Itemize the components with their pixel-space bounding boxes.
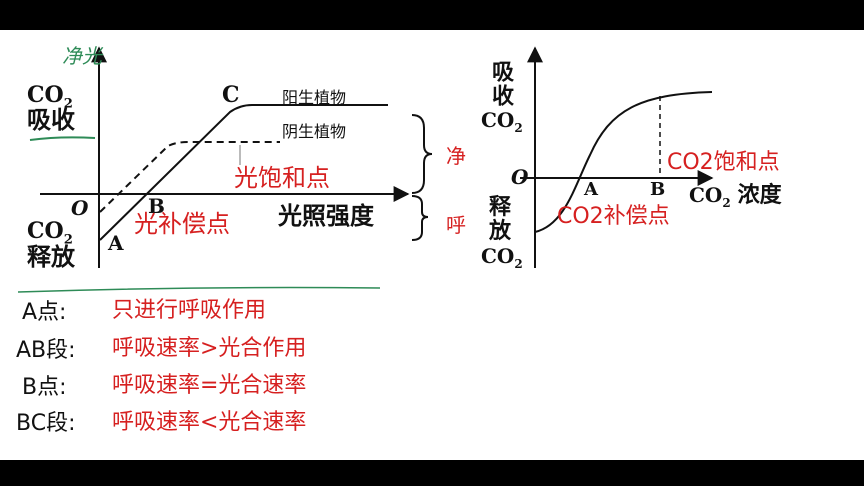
right-x-axis-label: CO2 浓度	[689, 182, 782, 210]
note-explanation: 呼吸速率<光合速率	[112, 410, 307, 435]
left-origin: O	[71, 196, 89, 220]
slide-canvas	[0, 30, 864, 460]
left-y-top-absorb: 吸收	[27, 105, 75, 134]
handwritten-underline	[29, 136, 96, 141]
left-y-bottom-co2: CO2	[27, 218, 73, 248]
left-point-b: B	[148, 194, 165, 218]
brace-net-label: 净	[446, 144, 466, 168]
note-term: AB段:	[16, 338, 76, 363]
co2-compensation-annotation: CO2补偿点	[557, 204, 670, 229]
right-y-bottom-co2: CO2	[481, 244, 523, 271]
right-y-bottom-release-2: 放	[489, 218, 512, 244]
respiration-brace	[411, 195, 429, 241]
right-y-bottom-release-1: 释	[489, 194, 512, 220]
brace-respiration-label: 呼	[446, 213, 466, 237]
left-point-a: A	[108, 231, 124, 255]
left-point-c: C	[222, 82, 240, 108]
note-term: BC段:	[16, 411, 76, 436]
left-y-top-co2: CO2	[27, 82, 73, 112]
left-x-axis-label: 光照强度	[278, 201, 374, 230]
handwritten-note: 净光	[62, 44, 102, 68]
right-origin: O	[511, 165, 529, 189]
sun-plant-label: 阳生植物	[282, 88, 347, 107]
left-y-bottom-release: 释放	[27, 242, 75, 271]
note-term: A点:	[22, 300, 67, 325]
note-explanation: 呼吸速率>光合作用	[112, 336, 307, 361]
net-photosynthesis-brace	[411, 114, 433, 194]
co2-saturation-annotation: CO2饱和点	[667, 150, 780, 175]
note-term: B点:	[22, 375, 67, 400]
right-point-b: B	[650, 179, 666, 200]
note-explanation: 呼吸速率=光合速率	[112, 373, 307, 398]
right-y-top-co2: CO2	[481, 108, 523, 135]
sun-plant-curve	[99, 104, 388, 241]
note-explanation: 只进行呼吸作用	[112, 298, 267, 323]
right-point-a: A	[584, 179, 598, 200]
shade-plant-label: 阴生植物	[282, 122, 347, 141]
green-divider-line	[17, 286, 381, 293]
right-y-top-absorb: 吸收	[488, 60, 514, 108]
light-compensation-annotation: 光补偿点	[134, 210, 230, 238]
light-saturation-annotation: 光饱和点	[234, 164, 330, 192]
